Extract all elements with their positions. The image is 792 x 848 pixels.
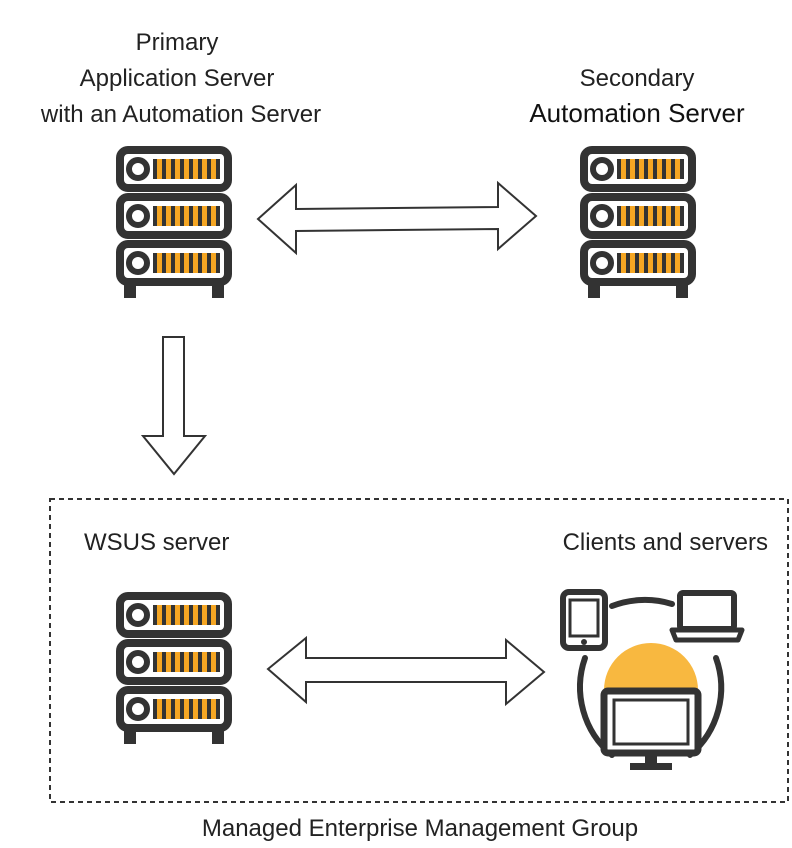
down-arrow-primary-wsus [140, 336, 208, 476]
secondary-server-node: Secondary Automation Server [529, 65, 745, 298]
tablet-icon [560, 589, 608, 651]
server-rack-icon [120, 596, 228, 744]
bidirectional-arrow-primary-secondary [256, 180, 538, 256]
clients-node: Clients and servers [560, 529, 768, 770]
monitor-icon [600, 687, 702, 770]
laptop-icon [669, 590, 745, 643]
wsus-server-node: WSUS server [84, 529, 229, 744]
managed-group-boundary [49, 498, 789, 803]
primary-label-line-1: Primary [136, 29, 219, 56]
ring-arc-icon [609, 596, 675, 609]
bidirectional-arrow-wsus-clients [266, 635, 546, 707]
server-rack-icon [120, 150, 228, 298]
glow-icon [604, 643, 698, 690]
primary-server-node: Primary Application Server with an Autom… [40, 29, 321, 298]
managed-group-label: Managed Enterprise Management Group [202, 815, 638, 842]
primary-label-line-3: with an Automation Server [40, 101, 321, 128]
clients-label: Clients and servers [563, 529, 768, 556]
wsus-label: WSUS server [84, 529, 229, 556]
server-rack-icon [584, 150, 692, 298]
secondary-label-line-1: Secondary [580, 65, 695, 92]
secondary-label-line-2: Automation Server [529, 98, 745, 128]
primary-label-line-2: Application Server [80, 65, 275, 92]
